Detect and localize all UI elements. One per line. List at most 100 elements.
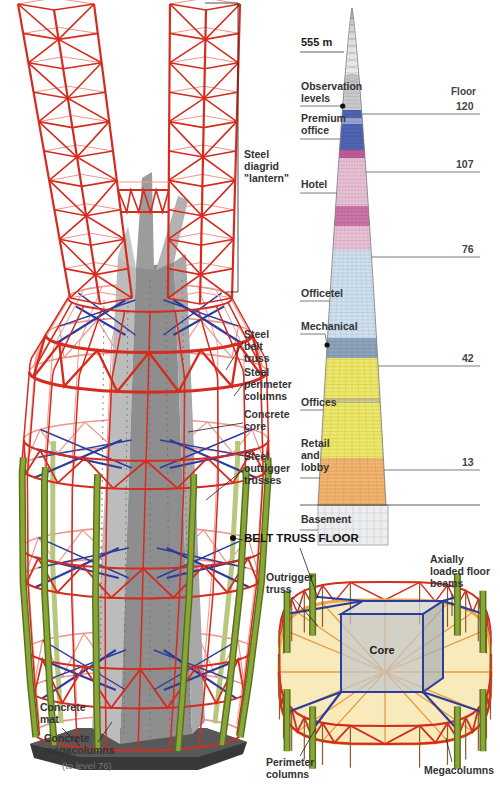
- floor-line: [310, 226, 400, 227]
- floor-line: [310, 485, 400, 486]
- leader-line: [452, 594, 453, 616]
- diagrid-member: [54, 204, 120, 210]
- basement-grid: [374, 505, 375, 545]
- floor-line: [310, 373, 400, 374]
- perimeter-column: [478, 709, 479, 751]
- callout-label: Megacolumns: [424, 764, 496, 776]
- perimeter-column: [478, 599, 479, 641]
- core-texture: [166, 280, 170, 736]
- diagrid-member: [70, 298, 132, 304]
- callout-label: (to level 76): [62, 761, 142, 772]
- floor-line: [310, 204, 400, 205]
- belt-truss: [33, 335, 262, 391]
- outrigger-truss: [38, 429, 131, 468]
- floor-line: [310, 312, 400, 313]
- floor-tick: [366, 172, 480, 173]
- floor-line: [310, 370, 400, 371]
- belt-truss: [27, 650, 253, 708]
- callout-label: 120: [456, 100, 486, 112]
- callout-label: Steel belt truss: [244, 328, 289, 364]
- diagrid-member: [169, 180, 235, 215]
- ring-beam: [68, 298, 232, 312]
- floor-line: [310, 269, 400, 270]
- zone-band: [310, 150, 400, 158]
- perimeter-column: [490, 677, 491, 719]
- leader-dot: [324, 342, 329, 347]
- diagrid-member: [169, 122, 237, 157]
- floor-line: [310, 280, 400, 281]
- floor-line: [310, 147, 400, 148]
- perimeter-column: [322, 585, 323, 627]
- floor-line: [310, 211, 400, 212]
- perimeter-column: [419, 726, 420, 768]
- diagrid-member: [169, 122, 237, 128]
- zone-tick: [300, 410, 323, 411]
- diagrid-member: [170, 39, 239, 62]
- diagrid-member: [168, 216, 233, 239]
- callout-label: Basement: [301, 513, 361, 525]
- floor-tick: [378, 366, 480, 367]
- callout-label: 107: [456, 158, 486, 170]
- node-text: Core: [341, 644, 423, 656]
- megacolumn: [22, 458, 36, 738]
- floor-line: [310, 395, 400, 396]
- callout-label: Floor: [451, 86, 491, 98]
- belt-truss: [22, 548, 264, 598]
- floor-line: [310, 240, 400, 241]
- floor-line: [310, 352, 400, 353]
- megacolumn: [481, 689, 485, 751]
- floor-line: [310, 150, 400, 151]
- floor-line: [310, 107, 400, 108]
- floor-line: [310, 165, 400, 166]
- leader-lines: [62, 3, 452, 762]
- floor-line: [310, 255, 400, 256]
- floor-line: [310, 417, 400, 418]
- floor-line: [310, 262, 400, 263]
- diagrid-member: [65, 263, 128, 269]
- callout-label: 76: [462, 243, 492, 255]
- core-side-face: [423, 601, 443, 692]
- belt-truss: [24, 440, 269, 488]
- core-box: Core: [335, 598, 447, 694]
- diagrid-member: [23, 27, 98, 33]
- outrigger-truss: [313, 596, 363, 601]
- callout-label: Concrete core: [244, 408, 300, 432]
- floor-line: [310, 251, 400, 252]
- floor-line: [310, 143, 400, 144]
- floor-tick: [384, 470, 480, 471]
- floor-line: [310, 435, 400, 436]
- callout-label: Steel outrigger trusses: [244, 450, 304, 486]
- floor-line: [310, 75, 400, 76]
- floor-line: [310, 157, 400, 158]
- outrigger-truss: [157, 538, 248, 578]
- floor-line: [310, 391, 400, 392]
- diagrid-member: [28, 63, 101, 98]
- outrigger-truss: [154, 640, 238, 690]
- diagrid-member: [49, 180, 117, 215]
- floor-line: [310, 453, 400, 454]
- height-tick: [300, 52, 344, 53]
- floor-line: [310, 247, 400, 248]
- ground-line: [300, 505, 480, 506]
- floor-line: [310, 481, 400, 482]
- floor-line: [310, 363, 400, 364]
- lantern-ring: [118, 181, 169, 182]
- leader-line: [205, 3, 238, 292]
- megacolumn: [240, 458, 268, 738]
- diagrid-member: [49, 180, 117, 186]
- megacolumn: [178, 474, 194, 751]
- perimeter-column: [138, 312, 150, 748]
- ring-beam: [27, 650, 253, 669]
- floor-line: [310, 258, 400, 259]
- zone-tick: [300, 478, 319, 479]
- diagrid-member: [168, 239, 233, 245]
- leader-line: [234, 384, 243, 396]
- floor-line: [310, 456, 400, 457]
- perimeter-column: [279, 631, 280, 673]
- floor-line: [310, 161, 400, 162]
- diagrid-member: [39, 122, 109, 157]
- perimeter-column: [447, 585, 448, 627]
- diagrid-member: [170, 63, 239, 98]
- floor-line: [310, 219, 400, 220]
- floor-line: [310, 111, 400, 112]
